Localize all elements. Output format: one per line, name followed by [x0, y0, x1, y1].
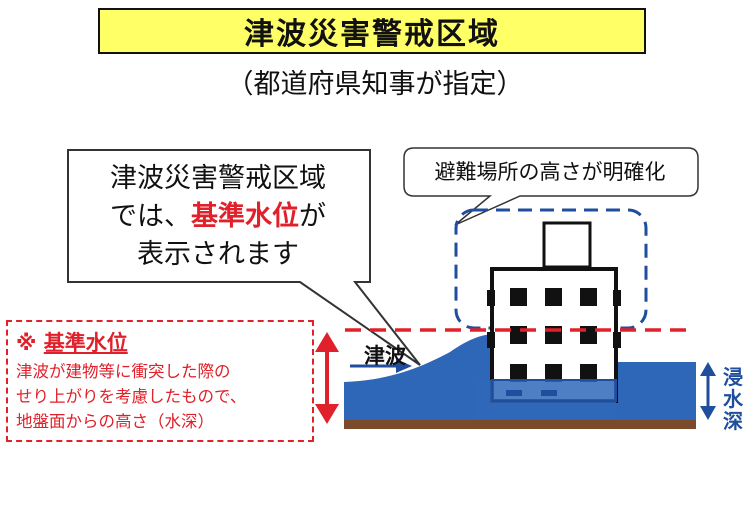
callout-bubble	[67, 149, 421, 366]
callout-line1: 津波災害警戒区域	[110, 163, 326, 194]
base-level-arrow	[315, 332, 339, 424]
note-box: ※ 基準水位 津波が建物等に衝突した際の せり上がりを考慮したもので、 地盤面か…	[6, 320, 314, 442]
highlight-base-level: 基準水位	[191, 201, 299, 232]
wave-label: 津波	[364, 344, 406, 368]
building	[487, 221, 621, 403]
depth-arrow	[700, 362, 716, 420]
subtitle: （都道府県知事が指定）	[226, 69, 524, 100]
depth-label: 浸 水 深	[723, 365, 743, 433]
callout-line2: では、基準水位が	[110, 201, 326, 232]
wave-direction-arrow	[350, 359, 412, 373]
ground	[344, 420, 696, 429]
note-body: 津波が建物等に衝突した際の せり上がりを考慮したもので、 地盤面からの高さ（水深…	[16, 362, 247, 431]
callout-line3: 表示されます	[137, 239, 299, 270]
note-heading: ※ 基準水位	[16, 331, 128, 355]
title-banner: 津波災害警戒区域	[98, 8, 646, 54]
title-text: 津波災害警戒区域	[244, 17, 500, 52]
evacuation-area-box	[454, 208, 648, 330]
callout-text: 津波災害警戒区域 では、基準水位が 表示されます	[72, 160, 364, 274]
building-roof	[542, 221, 592, 269]
callout2-text: 避難場所の高さが明確化	[434, 160, 666, 184]
